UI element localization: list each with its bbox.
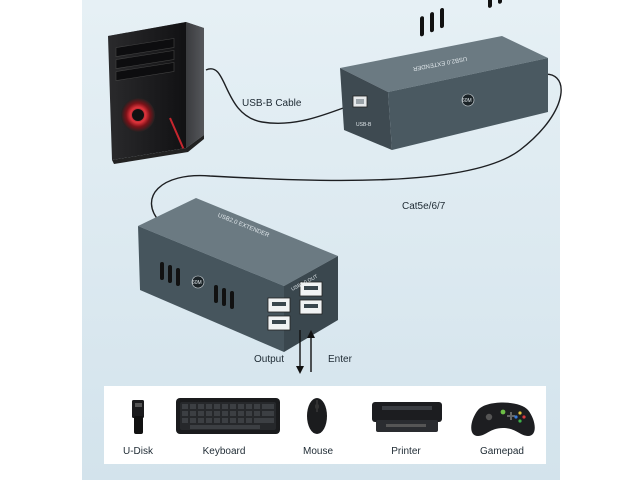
usb-b-cable	[205, 68, 353, 124]
output-label: Output	[254, 354, 285, 365]
enter-label: Enter	[328, 354, 352, 365]
usb-b-cable-label: USB-B Cable	[242, 98, 302, 109]
device-label-mouse: Mouse	[302, 446, 333, 457]
device-label-u-disk: U-Disk	[123, 446, 153, 457]
device-label-gamepad: Gamepad	[480, 446, 524, 457]
badge-icon	[191, 275, 205, 289]
gamepad-icon	[471, 402, 535, 436]
transmitter-port-label: USB-B	[356, 122, 372, 128]
receiver-box: 60M USB2.0 EXTENDER USB2.0 OUT	[138, 198, 338, 352]
device-label-keyboard: Keyboard	[202, 446, 246, 457]
usb-a-ports	[267, 281, 323, 331]
keyboard-icon	[176, 398, 280, 434]
mouse-icon	[307, 398, 327, 434]
transmitter-box: 60M USB2.0 EXTENDER USB-B	[340, 0, 548, 150]
usb-drive-icon	[132, 400, 144, 434]
network-cable-label: Cat5e/6/7	[402, 201, 446, 212]
receiver-badge-text: 60M	[192, 280, 202, 286]
pc-tower-icon	[108, 22, 204, 164]
transmitter-badge-text: 60M	[462, 98, 472, 104]
printer-icon	[372, 402, 442, 432]
flow-arrows	[296, 330, 315, 374]
device-label-printer: Printer	[391, 446, 421, 457]
network-cable	[150, 73, 562, 223]
badge-icon	[461, 93, 475, 107]
